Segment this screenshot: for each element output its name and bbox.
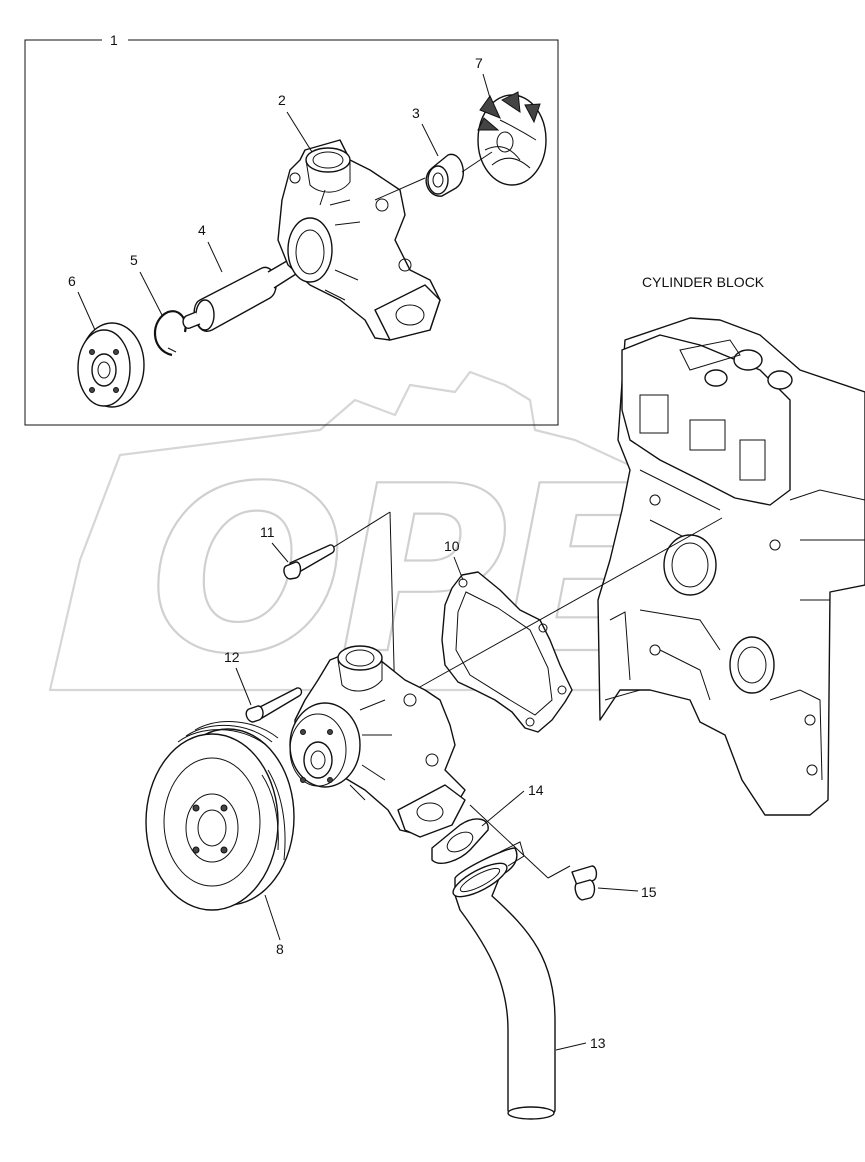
callout-8: 8 [276, 941, 284, 957]
gasket-icon [441, 571, 573, 733]
hub-icon [77, 322, 145, 408]
callout-3: 3 [412, 105, 420, 121]
cylinder-block-icon [597, 317, 865, 816]
short-bolt-icon [571, 865, 598, 901]
callout-10: 10 [444, 538, 460, 554]
long-bolt-icon [283, 544, 335, 580]
kit-callouts: 1 2 3 4 5 6 7 [68, 32, 491, 331]
callout-14: 14 [528, 782, 544, 798]
pulley-icon [145, 721, 295, 911]
snap-ring-icon [153, 310, 187, 357]
callout-5: 5 [130, 252, 138, 268]
kit-frame [24, 39, 559, 426]
callout-7: 7 [475, 55, 483, 71]
seal-icon [425, 153, 465, 197]
assembled-pump-icon [289, 645, 466, 838]
callout-6: 6 [68, 273, 76, 289]
callout-2: 2 [278, 92, 286, 108]
impeller-icon [461, 91, 547, 186]
callout-4: 4 [198, 222, 206, 238]
pipe-gasket-icon [431, 818, 489, 864]
callout-1: 1 [110, 32, 118, 48]
coolant-pipe-icon [452, 841, 556, 1120]
water-pump-housing-icon [277, 139, 441, 341]
cylinder-block-label: CYLINDER BLOCK [642, 274, 765, 290]
assembly-callouts: 11 10 12 14 15 8 13 [224, 524, 657, 1051]
callout-13: 13 [590, 1035, 606, 1051]
callout-12: 12 [224, 649, 240, 665]
callout-11: 11 [260, 524, 275, 540]
callout-15: 15 [641, 884, 657, 900]
bolt-icon [245, 687, 303, 723]
